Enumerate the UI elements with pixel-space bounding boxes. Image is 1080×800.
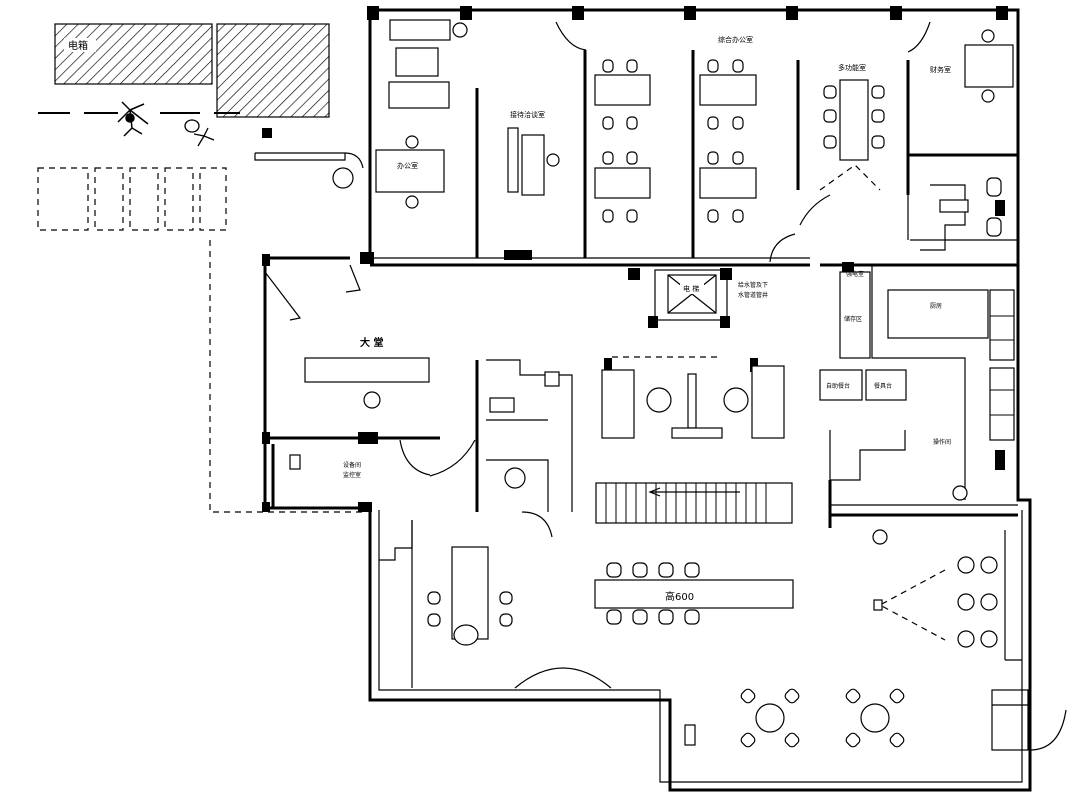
equipment-room-label: 设备间	[343, 461, 361, 469]
parking-spaces	[37, 167, 227, 231]
equipment-room: 设备间 监控室	[289, 454, 361, 479]
round-table-right	[845, 688, 905, 748]
office-partitions	[370, 21, 1018, 267]
power-room-label: 强电室	[846, 270, 864, 278]
kitchen-area: 强电室 储存区 厨房 自助餐台 餐具台 操作间	[819, 263, 1018, 528]
meeting-room: 多功能室	[769, 63, 885, 263]
finance-room: 财务室	[930, 29, 1014, 103]
column	[262, 128, 272, 138]
room-label-meeting: 多功能室	[838, 63, 866, 72]
boundary-dashed	[209, 240, 365, 513]
tools-counter-label: 餐具台	[874, 382, 892, 390]
dining-hall: 高600	[379, 520, 1067, 751]
restroom-upper	[907, 177, 1018, 251]
road-label: 电箱	[68, 39, 88, 52]
lobby: 大 堂	[264, 264, 476, 508]
reception-room: 接待洽谈室	[507, 110, 560, 196]
manager-office: 办公室	[375, 19, 468, 209]
monitoring-room-label: 监控室	[343, 471, 361, 479]
elevator: 电 梯 给水管及下 水管道管井	[654, 269, 768, 321]
room-label-reception: 接待洽谈室	[510, 110, 545, 119]
bar-height-label: 高600	[665, 590, 694, 603]
tree-icon	[117, 101, 149, 137]
round-table-left	[740, 688, 800, 748]
kitchen-label: 厨房	[930, 302, 942, 310]
hatched-zone-right	[216, 23, 330, 118]
room-label-open-office: 综合办公室	[718, 35, 753, 44]
storage-label: 储存区	[844, 315, 862, 323]
hatched-zone-left	[54, 23, 213, 85]
staircase	[595, 482, 793, 524]
lobby-label: 大 堂	[360, 336, 383, 349]
pipe-well-label-2: 水管道管井	[738, 291, 768, 299]
toilet-core	[475, 359, 573, 538]
pipe-well-label: 给水管及下	[738, 281, 768, 289]
operation-room-label: 操作间	[933, 438, 951, 446]
central-lounge	[601, 356, 785, 439]
room-label-office: 办公室	[397, 161, 418, 170]
elevator-label: 电 梯	[683, 284, 699, 293]
self-service-label: 自助餐台	[826, 382, 850, 390]
open-office: 综合办公室	[594, 35, 757, 223]
entrance-canopy	[254, 152, 364, 189]
tree-icon	[184, 119, 215, 147]
room-label-finance: 财务室	[930, 65, 951, 74]
road-label-bg	[64, 38, 96, 52]
